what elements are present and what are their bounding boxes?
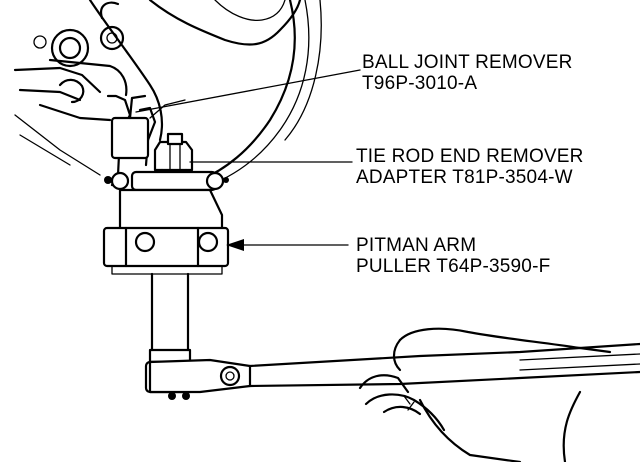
pitman-arm-puller-label-line2: PULLER T64P-3590-F (356, 256, 551, 277)
ball-joint-remover-label-line2: T96P-3010-A (362, 73, 478, 94)
pitman-arm-puller-label: PITMAN ARM PULLER T64P-3590-F (356, 235, 550, 277)
ball-joint-remover-label-line1: BALL JOINT REMOVER (362, 52, 573, 73)
pitman-arm-puller-label-line1: PITMAN ARM (356, 235, 477, 256)
ball-joint-remover-label: BALL JOINT REMOVER T96P-3010-A (362, 52, 573, 94)
tie-rod-end-remover-label: TIE ROD END REMOVER ADAPTER T81P-3504-W (356, 146, 584, 188)
pitman-arm-puller-block (102, 188, 230, 275)
leader-lines (135, 69, 361, 251)
hand (358, 327, 612, 462)
hub-assembly (13, 0, 322, 186)
tie-rod-end-remover-label-line2: ADAPTER T81P-3504-W (356, 167, 573, 188)
tie-rod-end-remover-label-line1: TIE ROD END REMOVER (356, 146, 584, 167)
tie-rod-adapter (104, 132, 229, 217)
